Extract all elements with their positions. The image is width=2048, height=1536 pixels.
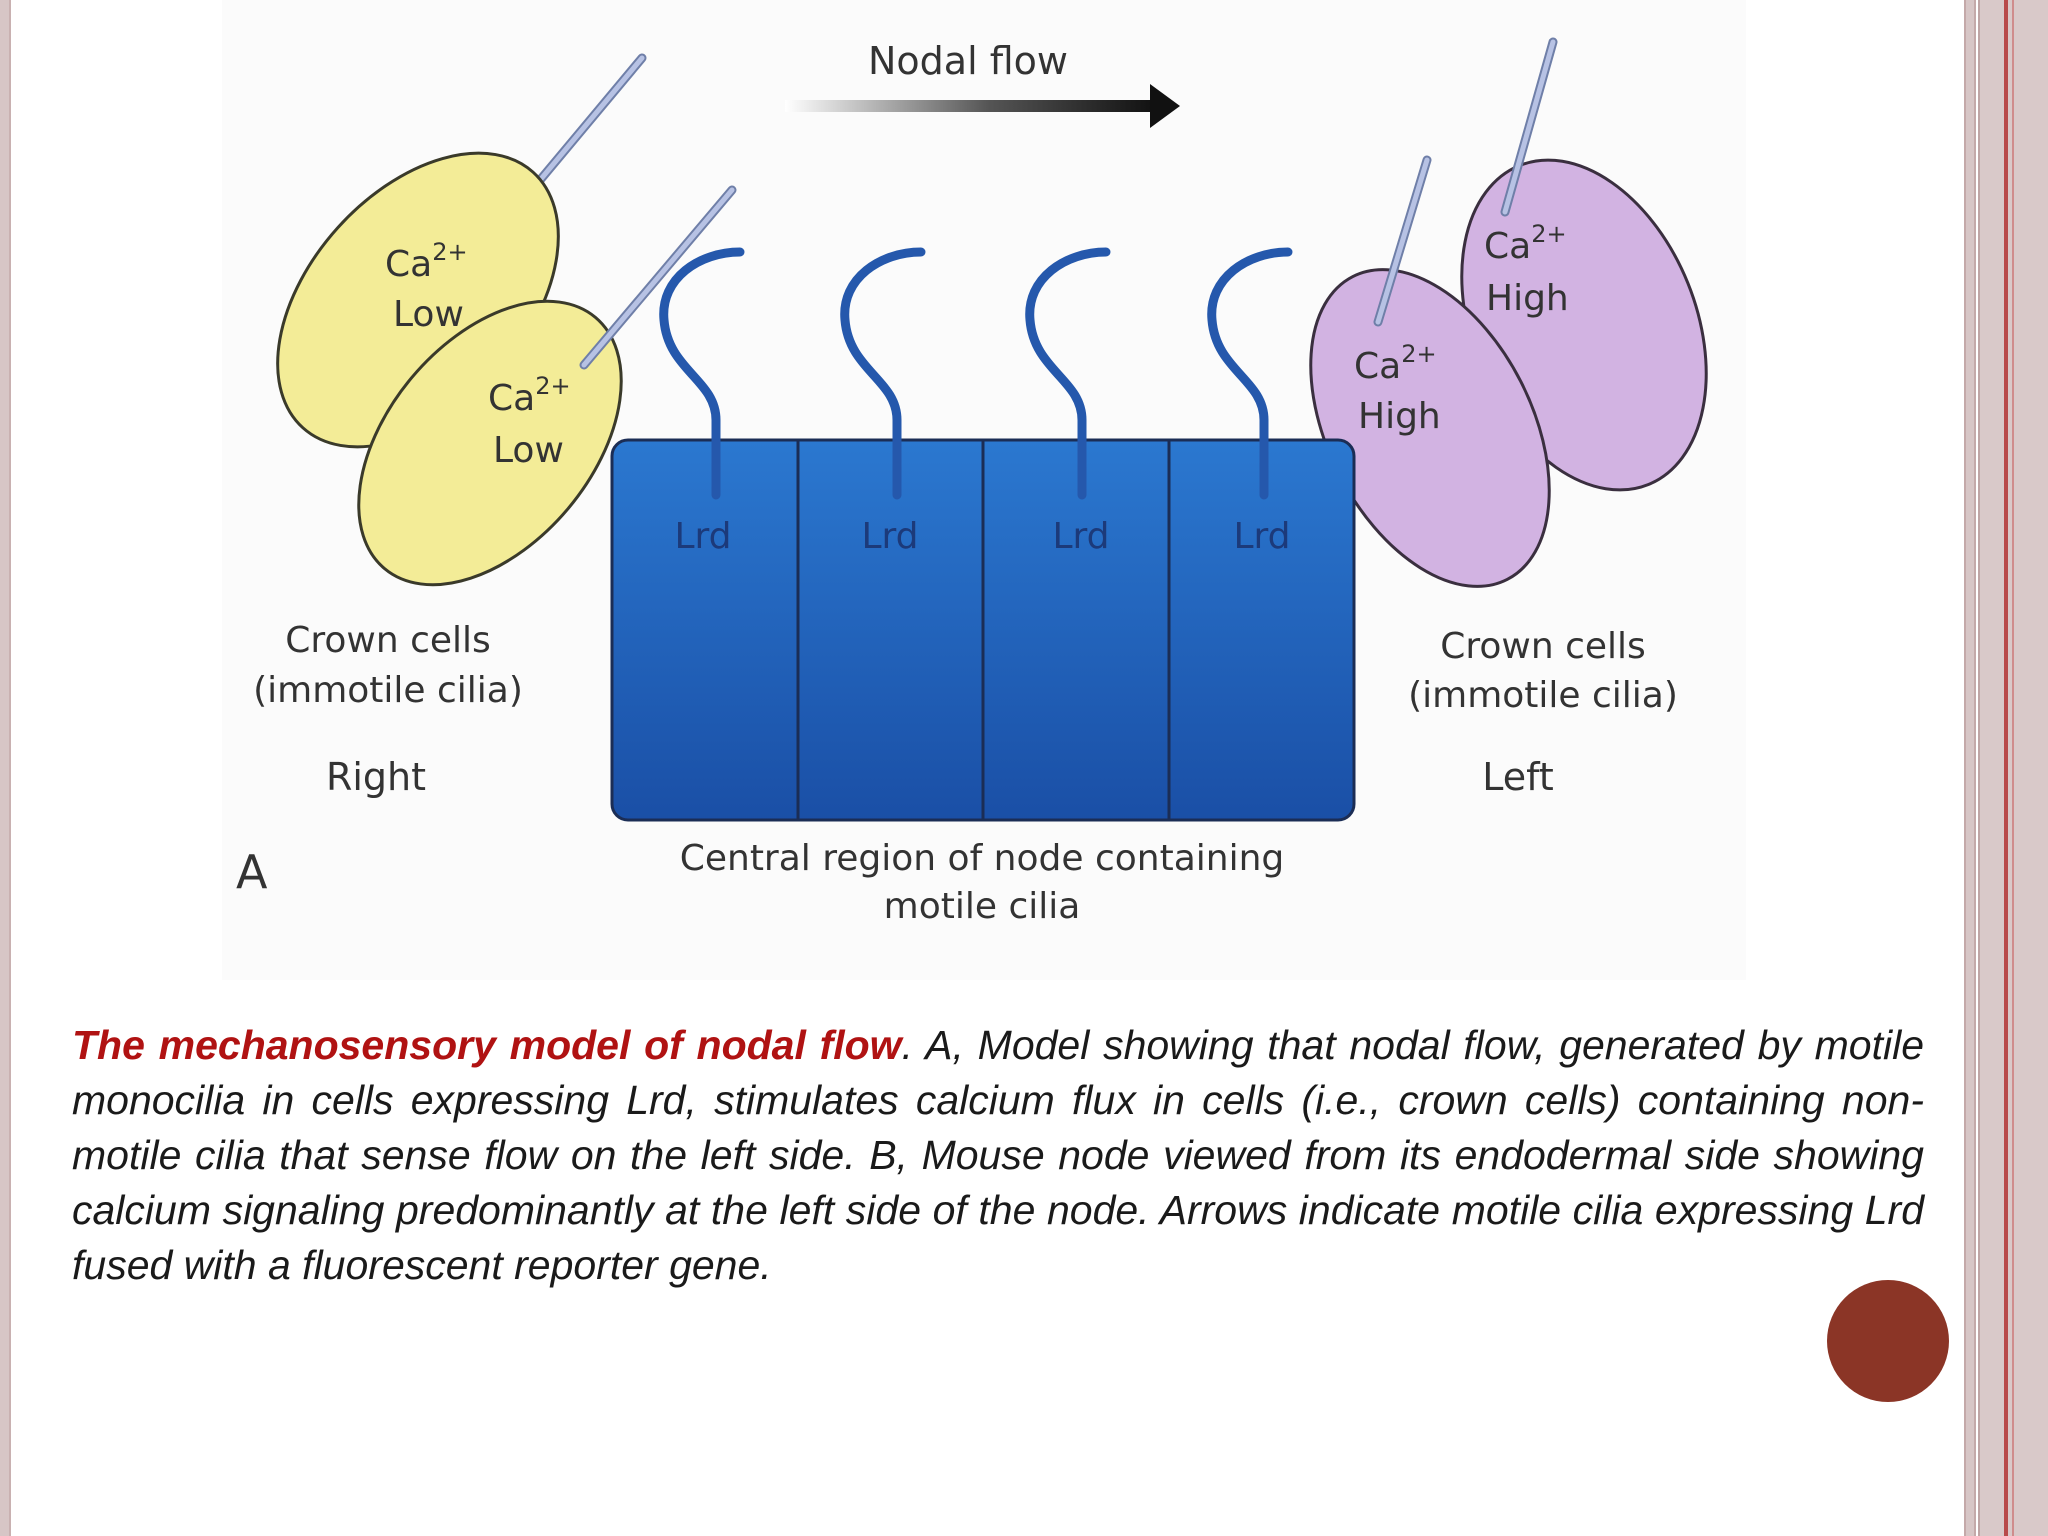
node-cell-label-2: Lrd: [861, 516, 918, 557]
node-cell-label-3: Lrd: [1052, 516, 1109, 557]
motile-cilium-3: [1025, 247, 1111, 500]
nodal-flow-arrow: [785, 84, 1180, 128]
caption-text: . A, Model showing that nodal flow, gene…: [72, 1022, 1924, 1288]
motile-cilium-4: [1207, 247, 1293, 500]
side-label-right: Right: [326, 755, 426, 799]
purple-back-level-label: High: [1486, 278, 1569, 319]
central-node-block: [610, 438, 1356, 822]
nodal-flow-label: Nodal flow: [868, 39, 1068, 83]
yellow-front-ca-label: Ca2+: [488, 372, 571, 419]
yellow-back-ca-label: Ca2+: [385, 238, 468, 285]
crown-cells-right-line2: (immotile cilia): [1408, 675, 1678, 716]
figure-caption: The mechanosensory model of nodal flow. …: [72, 1018, 1924, 1293]
panel-letter: A: [236, 845, 268, 899]
left-border-decoration: [0, 0, 11, 1536]
central-region-label-line2: motile cilia: [884, 886, 1081, 927]
node-cell-label-4: Lrd: [1233, 516, 1290, 557]
purple-front-ca-label: Ca2+: [1354, 340, 1437, 387]
purple-back-ca-label: Ca2+: [1484, 220, 1567, 267]
motile-cilium-2: [840, 247, 926, 500]
node-cell-label-1: Lrd: [674, 516, 731, 557]
nodal-flow-diagram: Nodal flow Lrd Lrd Lrd: [236, 37, 1708, 927]
motile-cilium-1: [659, 247, 745, 500]
crown-cells-left-line1: Crown cells: [285, 620, 491, 661]
central-region-label-line1: Central region of node containing: [680, 838, 1285, 879]
crown-cells-right-line1: Crown cells: [1440, 626, 1646, 667]
purple-crown-cell-front: [1309, 155, 1551, 588]
right-border-decoration: [1964, 0, 2048, 1536]
purple-front-level-label: High: [1358, 396, 1441, 437]
crown-cells-left-line2: (immotile cilia): [253, 670, 523, 711]
yellow-front-level-label: Low: [493, 430, 564, 471]
caption-title: The mechanosensory model of nodal flow: [72, 1022, 902, 1068]
side-label-left: Left: [1482, 755, 1554, 799]
yellow-back-level-label: Low: [393, 294, 464, 335]
decorative-circle: [1827, 1280, 1949, 1402]
yellow-crown-cell-front: [357, 185, 737, 587]
